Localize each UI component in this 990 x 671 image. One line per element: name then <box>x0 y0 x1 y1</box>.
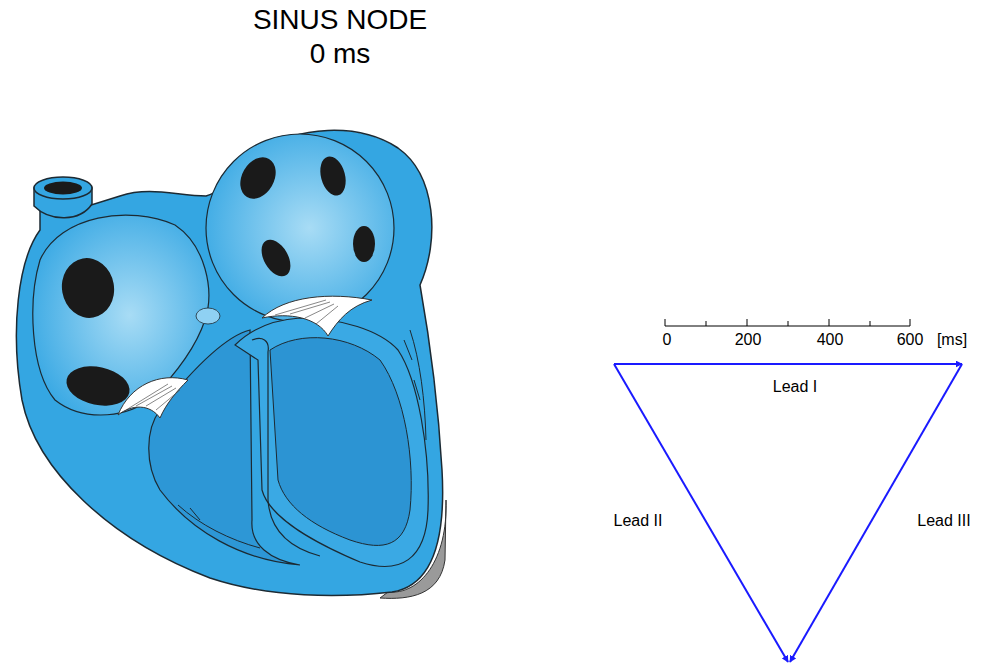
scale-number: 400 <box>817 331 844 349</box>
title: SINUS NODE <box>253 4 427 36</box>
lead-label: Lead III <box>917 512 970 530</box>
time-scale <box>665 319 910 326</box>
scale-number: 600 <box>897 331 924 349</box>
heart <box>16 130 446 598</box>
time-label: 0 ms <box>310 38 371 70</box>
scale-number: 0 <box>663 331 672 349</box>
lead-label: Lead II <box>614 512 663 530</box>
scale-unit: [ms] <box>937 331 967 349</box>
einthoven-triangle <box>614 364 962 662</box>
lead-label: Lead I <box>773 378 817 396</box>
scale-number: 200 <box>735 331 762 349</box>
